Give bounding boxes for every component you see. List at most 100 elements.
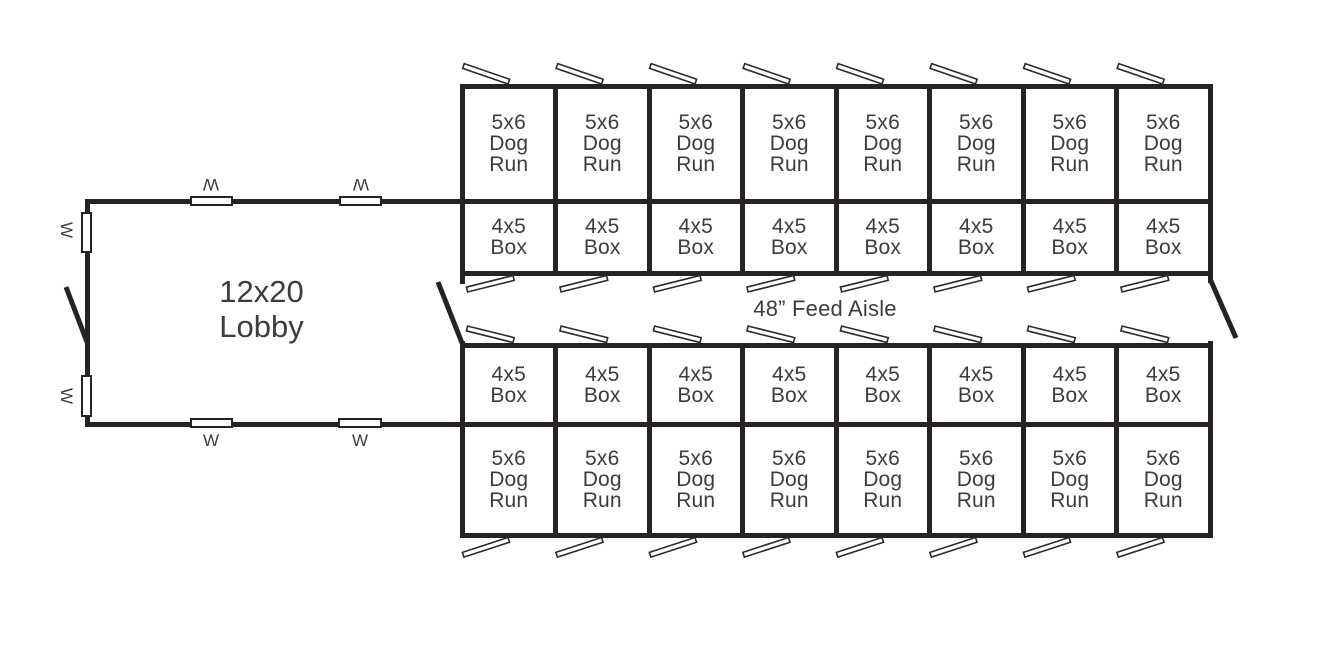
cell-label-line: Dog	[489, 468, 529, 491]
cell-label-line: Dog	[1050, 468, 1090, 491]
window-symbol	[81, 375, 92, 417]
cell-label-line: Box	[490, 383, 528, 407]
cell-label-line: Dog	[956, 468, 996, 491]
cell-label-line: 4x5	[772, 215, 807, 238]
window-label: W	[57, 221, 76, 239]
wall-segment	[459, 340, 465, 538]
wall-segment	[740, 342, 745, 538]
cell-label-line: Box	[770, 236, 808, 259]
run-exterior-door-leaf	[742, 62, 792, 86]
cell-label-line: Box	[677, 236, 715, 259]
run-exterior-door-leaf	[1116, 62, 1166, 86]
cell-label-line: Box	[583, 236, 621, 259]
cell-label-line: 5x6	[491, 447, 526, 470]
cell-label-line: Box	[1144, 236, 1182, 259]
run-exterior-door-leaf	[1115, 536, 1166, 559]
window-label: W	[202, 175, 220, 194]
run-exterior-door-leaf	[555, 62, 605, 86]
cell-label-line: Run	[489, 153, 529, 176]
run-exterior-door-leaf	[648, 62, 698, 86]
cell-label-line: Box	[957, 383, 995, 407]
cell-label-line: 4x5	[959, 215, 994, 238]
cell-label-line: Box	[1051, 383, 1089, 407]
wall-segment	[459, 83, 465, 284]
cell-label-line: 5x6	[1146, 111, 1181, 134]
cell-label-line: 5x6	[1052, 447, 1087, 470]
wall-segment	[1020, 342, 1026, 538]
window-symbol	[81, 212, 92, 253]
cell-label-line: 4x5	[959, 362, 994, 386]
cell-label-line: Run	[676, 153, 716, 176]
wall-segment	[646, 83, 652, 276]
cell-label-line: Box	[490, 236, 528, 259]
cell-label-line: Box	[957, 236, 995, 259]
feed-aisle-label: 48” Feed Aisle	[753, 296, 897, 321]
cell-label-line: Run	[676, 489, 716, 512]
cell-label-line: Run	[489, 489, 529, 512]
cell-label-line: 5x6	[1052, 111, 1087, 134]
cell-label-line: Dog	[676, 132, 716, 155]
cell-label-line: Run	[956, 489, 996, 512]
wall-segment	[1020, 83, 1026, 276]
cell-label-line: Box	[677, 383, 715, 407]
wall-segment	[927, 83, 932, 276]
wall-segment	[833, 83, 839, 276]
lobby-label: 12x20 Lobby	[219, 274, 303, 344]
wall-segment	[553, 83, 558, 276]
run-exterior-door-leaf	[835, 62, 885, 86]
cell-label-line: 4x5	[1146, 215, 1181, 238]
run-exterior-door-leaf	[928, 536, 979, 559]
cell-label-line: 4x5	[585, 362, 620, 386]
cell-label-line: 4x5	[678, 215, 713, 238]
cell-label-line: 5x6	[585, 447, 620, 470]
cell-label-line: Dog	[582, 468, 622, 491]
cell-label-line: 5x6	[678, 447, 713, 470]
cell-label-line: 5x6	[959, 447, 994, 470]
cell-label-line: Dog	[676, 468, 716, 491]
wall-segment	[1207, 340, 1213, 538]
window-symbol	[190, 418, 233, 428]
cell-label-line: Dog	[863, 132, 903, 155]
cell-label-line: Dog	[489, 132, 529, 155]
wall-segment	[553, 342, 558, 538]
cell-label-line: Dog	[1143, 132, 1183, 155]
wall-segment	[1207, 83, 1213, 283]
cell-label-line: 5x6	[585, 111, 620, 134]
cell-label-line: 4x5	[1052, 215, 1087, 238]
lobby-room: 12x20 Lobby	[89, 203, 460, 422]
cell-label-line: Dog	[769, 468, 809, 491]
